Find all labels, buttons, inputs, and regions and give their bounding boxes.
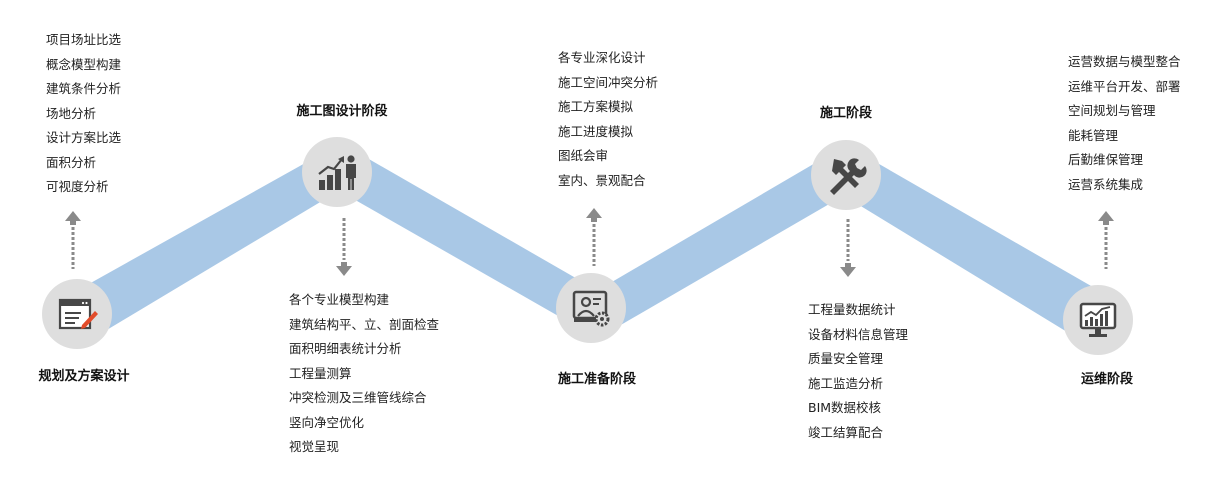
list-item: 建筑条件分析 (46, 81, 122, 96)
arrow-down-icon (837, 219, 859, 277)
arrow-up-icon (1095, 211, 1117, 269)
list-item: 图纸会审 (558, 148, 609, 163)
list-item: 冲突检测及三维管线综合 (289, 390, 427, 405)
screen-user-gear-icon (572, 290, 610, 327)
document-edit-icon (58, 298, 98, 330)
list-item: 场地分析 (46, 105, 97, 121)
list-item: 项目场址比选 (46, 32, 122, 47)
stage-node-design (302, 137, 372, 207)
list-item: 竣工结算配合 (808, 424, 884, 440)
list-item: 可视度分析 (46, 179, 109, 194)
stage-list-construction: 工程量数据统计 设备材料信息管理 质量安全管理 施工监造分析 BIM数据校核 竣… (808, 298, 908, 445)
stage-list-preparation: 各专业深化设计 施工空间冲突分析 施工方案模拟 施工进度模拟 图纸会审 室内、景… (558, 46, 658, 193)
list-item: 各个专业模型构建 (289, 292, 390, 307)
list-item: 设计方案比选 (46, 130, 122, 145)
list-item: 工程量数据统计 (808, 302, 896, 317)
list-item: 运营数据与模型整合 (1068, 54, 1181, 69)
stage-title-design: 施工图设计阶段 (296, 104, 388, 119)
stage-title-planning: 规划及方案设计 (38, 369, 130, 384)
list-item: 面积明细表统计分析 (289, 341, 402, 356)
list-item: 各专业深化设计 (558, 50, 646, 65)
monitor-chart-icon (1079, 302, 1117, 337)
stage-title-operation: 运维阶段 (1080, 372, 1134, 387)
arrow-up-icon (583, 208, 605, 266)
list-item: 质量安全管理 (808, 351, 884, 366)
stage-list-planning: 项目场址比选 概念模型构建 建筑条件分析 场地分析 设计方案比选 面积分析 可视… (46, 28, 121, 200)
stage-node-operation (1063, 285, 1133, 355)
list-item: 设备材料信息管理 (808, 326, 909, 342)
list-item: 运营系统集成 (1068, 176, 1144, 192)
stage-title-preparation: 施工准备阶段 (557, 372, 637, 387)
wrench-hammer-icon (830, 158, 867, 195)
stage-list-operation: 运营数据与模型整合 运维平台开发、部署 空间规划与管理 能耗管理 后勤维保管理 … (1068, 50, 1181, 197)
arrow-down-icon (333, 218, 355, 276)
list-item: 运维平台开发、部署 (1068, 78, 1181, 94)
list-item: 施工空间冲突分析 (558, 74, 659, 90)
stage-node-planning (42, 279, 112, 349)
list-item: 概念模型构建 (46, 56, 122, 72)
stage-node-preparation (556, 273, 626, 343)
growth-chart-person-icon (318, 155, 356, 190)
stage-title-construction: 施工阶段 (819, 106, 873, 121)
list-item: 视觉呈现 (289, 439, 340, 454)
list-item: 能耗管理 (1068, 127, 1119, 143)
list-item: 工程量测算 (289, 365, 352, 381)
arrow-up-icon (62, 211, 84, 269)
list-item: 空间规划与管理 (1068, 103, 1156, 118)
list-item: 建筑结构平、立、剖面检查 (289, 316, 440, 332)
list-item: 室内、景观配合 (558, 172, 646, 188)
list-item: 竖向净空优化 (289, 414, 365, 430)
list-item: BIM数据校核 (808, 400, 882, 415)
list-item: 施工监造分析 (808, 375, 884, 391)
list-item: 后勤维保管理 (1068, 152, 1144, 167)
list-item: 施工进度模拟 (558, 123, 634, 139)
list-item: 面积分析 (46, 154, 97, 170)
stage-node-construction (811, 140, 881, 210)
stage-list-design: 各个专业模型构建 建筑结构平、立、剖面检查 面积明细表统计分析 工程量测算 冲突… (289, 288, 439, 460)
list-item: 施工方案模拟 (558, 99, 634, 114)
